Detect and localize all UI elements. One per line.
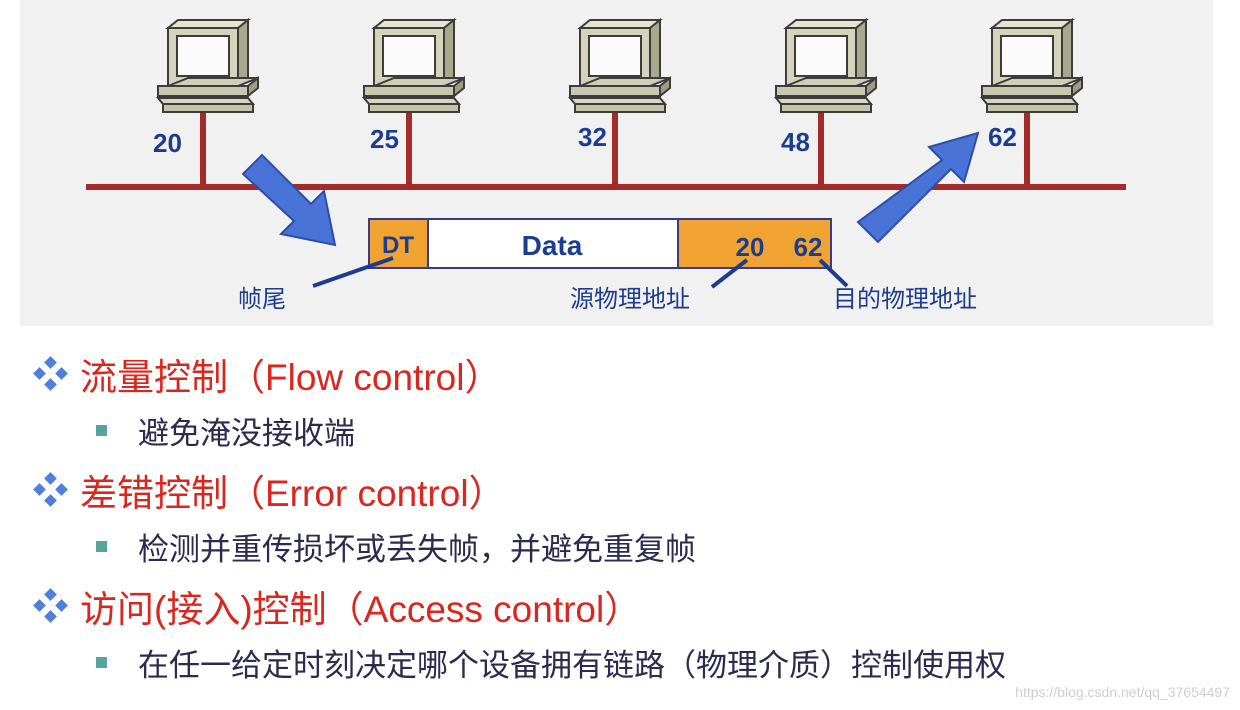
callout-line [710,258,749,289]
bullet-detail: 在任一给定时刻决定哪个设备拥有链路（物理介质）控制使用权 [96,642,1006,684]
watermark: https://blog.csdn.net/qq_37654497 [1015,684,1230,700]
bullet-error-control: 差错控制（Error control） [32,466,506,514]
callout-line [312,256,394,288]
frame-trailer-text: DT [382,232,414,259]
frame-data-text: Data [522,230,583,261]
address-label: 20 [153,128,182,158]
address-label: 25 [370,124,399,154]
callout-line [818,258,849,288]
diamond-bullet-icon [33,356,68,391]
frame-trailer-field [368,218,429,269]
square-bullet-icon [96,656,107,668]
address-label: 48 [781,127,810,157]
bullet-detail: 检测并重传损坏或丢失帧，并避免重复帧 [96,526,696,568]
arrow-out-icon [856,131,980,244]
diamond-bullet-icon [33,472,68,507]
bullet-access-control: 访问(接入)控制（Access control） [32,582,641,630]
frame-header-field [677,218,832,269]
square-bullet-icon [96,540,107,552]
address-label: 32 [578,122,607,152]
diamond-bullet-icon [33,588,68,623]
bullet-title: 差错控制（Error control） [80,473,506,514]
bullet-detail-text: 检测并重传损坏或丢失帧，并避免重复帧 [138,531,696,568]
frame-dst-address: 62 [794,232,823,262]
bullet-title: 访问(接入)控制（Access control） [80,589,642,630]
bullet-title: 流量控制（Flow control） [80,357,502,398]
square-bullet-icon [96,424,107,436]
bullet-detail-text: 避免淹没接收端 [138,415,355,452]
arrow-in-icon [241,153,337,247]
callout-trailer: 帧尾 [238,285,286,313]
bullet-flow-control: 流量控制（Flow control） [32,350,501,398]
bullet-detail: 避免淹没接收端 [96,410,355,452]
callout-source: 源物理地址 [570,285,690,313]
network-diagram: 20 25 32 48 62 DT Data 20 62 帧尾 源物理地址 目的… [86,19,1126,313]
frame-src-address: 20 [736,232,765,262]
callout-destination: 目的物理地址 [833,285,977,313]
bullet-detail-text: 在任一给定时刻决定哪个设备拥有链路（物理介质）控制使用权 [138,647,1006,684]
frame-data-field [427,218,679,269]
address-label: 62 [988,122,1017,152]
